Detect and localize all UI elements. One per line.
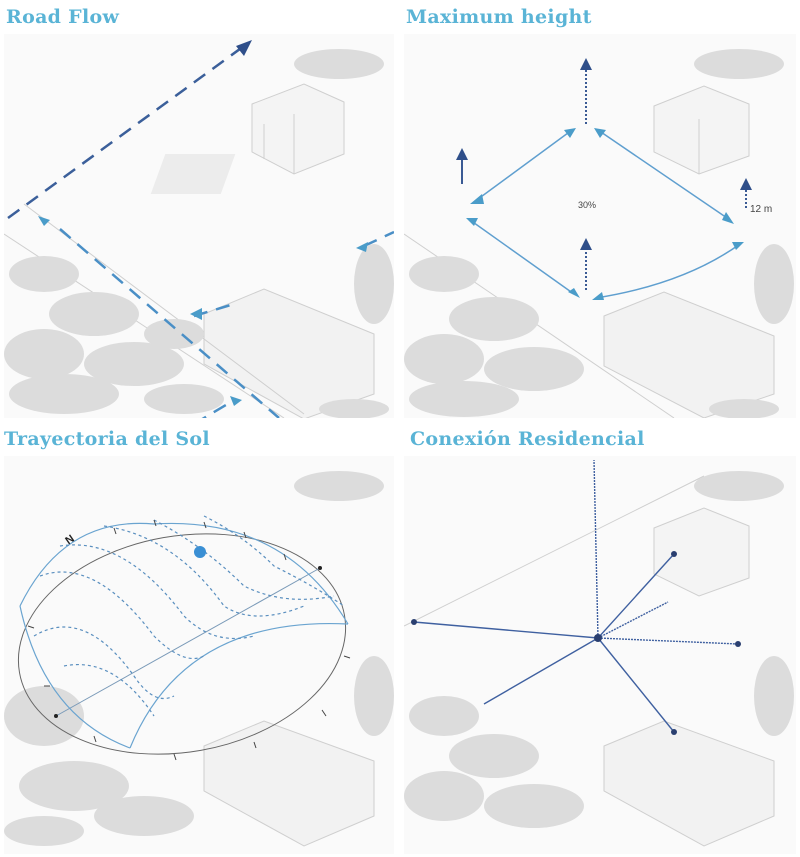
maximum-height-drawing — [404, 49, 794, 418]
road-flow-drawing — [4, 40, 394, 418]
residential-connection-diagram — [404, 456, 796, 854]
compass-ring — [17, 533, 347, 755]
road-flow-diagram — [4, 34, 394, 418]
sun-path-diagram: N — [4, 456, 394, 854]
height-arrow-icon — [456, 58, 752, 250]
height-label: 12 m — [750, 204, 773, 215]
panel-title-sun-path: Trayectoria del Sol — [4, 428, 210, 450]
sun-icon — [194, 546, 206, 558]
panel-title-residential-connection: Conexión Residencial — [410, 428, 645, 450]
flow-path-south — [59, 228, 280, 418]
arrowhead-icon — [38, 40, 368, 406]
node-icon — [411, 551, 741, 735]
connection-lines — [413, 459, 739, 733]
panel-title-road-flow: Road Flow — [6, 6, 120, 28]
flow-path-north — [7, 44, 245, 220]
arrowhead-icon — [466, 128, 744, 300]
panel-title-maximum-height: Maximum height — [406, 6, 592, 28]
coverage-label: 30% — [578, 200, 597, 210]
residential-connection-drawing — [404, 459, 794, 847]
maximum-height-diagram: 30% 12 m — [404, 34, 796, 418]
sun-path-drawing — [4, 471, 394, 847]
